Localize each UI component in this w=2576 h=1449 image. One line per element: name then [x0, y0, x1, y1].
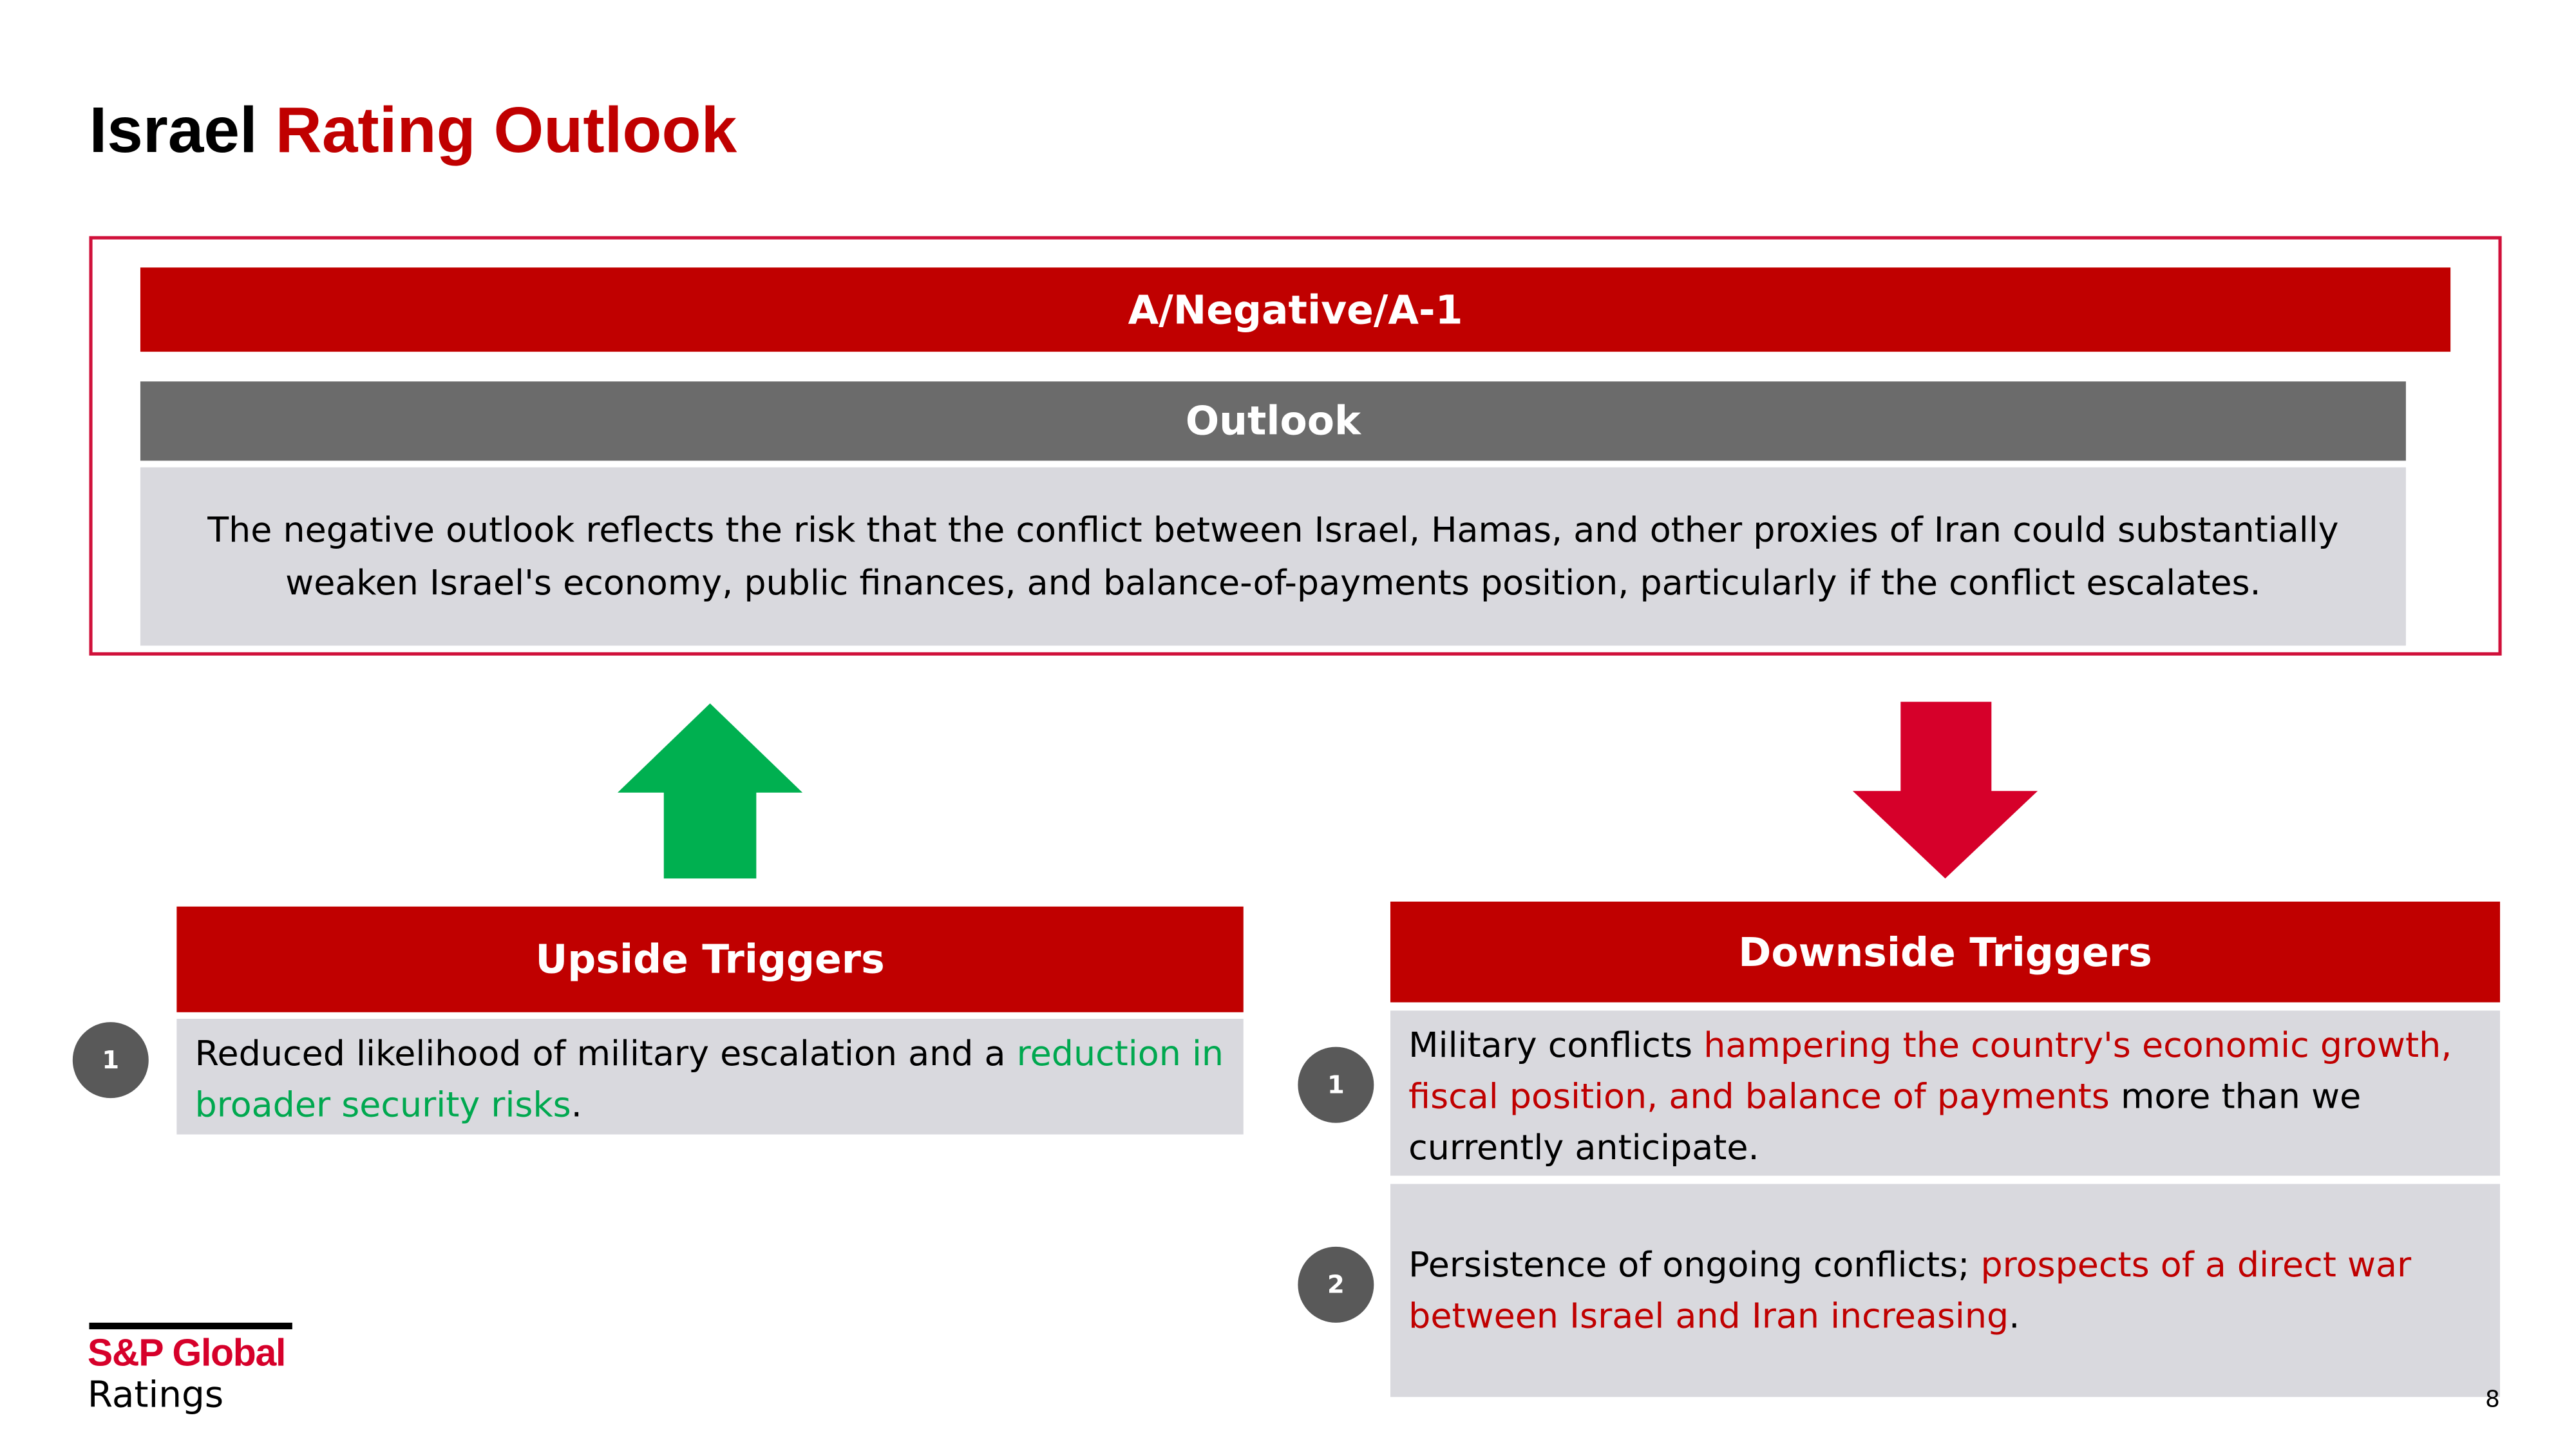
up-arrow-icon — [617, 703, 803, 879]
rating-banner: A/Negative/A-1 — [140, 267, 2451, 352]
down-arrow-icon — [1852, 701, 2038, 879]
page-title: Israel Rating Outlook — [89, 96, 737, 169]
upside-trigger-item: Reduced likelihood of military escalatio… — [176, 1019, 1244, 1135]
title-part2: Rating Outlook — [275, 95, 737, 167]
highlight: hampering the country's economic growth,… — [1408, 1025, 2452, 1117]
downside-trigger-item: Military conflicts hampering the country… — [1390, 1010, 2501, 1176]
text: . — [571, 1084, 582, 1125]
downside-item-number: 1 — [1298, 1046, 1374, 1123]
upside-triggers-header: Upside Triggers — [176, 906, 1244, 1012]
upside-item-number: 1 — [72, 1022, 149, 1099]
downside-triggers-header: Downside Triggers — [1390, 901, 2501, 1003]
outlook-text: The negative outlook reflects the risk t… — [140, 467, 2406, 646]
outlook-frame — [89, 236, 2502, 656]
text: . — [2009, 1296, 2020, 1336]
title-part1: Israel — [89, 95, 258, 167]
logo-rule — [89, 1322, 292, 1330]
outlook-text-content: The negative outlook reflects the risk t… — [207, 510, 2339, 603]
logo-sub: Ratings — [87, 1375, 224, 1417]
outlook-header: Outlook — [140, 381, 2406, 461]
text: Military conflicts — [1408, 1025, 1704, 1065]
page-number: 8 — [2485, 1387, 2500, 1414]
text: Reduced likelihood of military escalatio… — [194, 1034, 1017, 1074]
text: Persistence of ongoing conflicts; — [1408, 1245, 1981, 1285]
downside-item-number: 2 — [1298, 1246, 1374, 1323]
logo-brand: S&P Global — [87, 1331, 287, 1374]
text: more than we currently anticipate. — [1408, 1076, 2362, 1168]
highlight: prospects of a direct war between Israel… — [1408, 1245, 2412, 1336]
downside-trigger-item: Persistence of ongoing conflicts; prospe… — [1390, 1184, 2501, 1397]
highlight: reduction in broader security risks — [194, 1034, 1224, 1125]
